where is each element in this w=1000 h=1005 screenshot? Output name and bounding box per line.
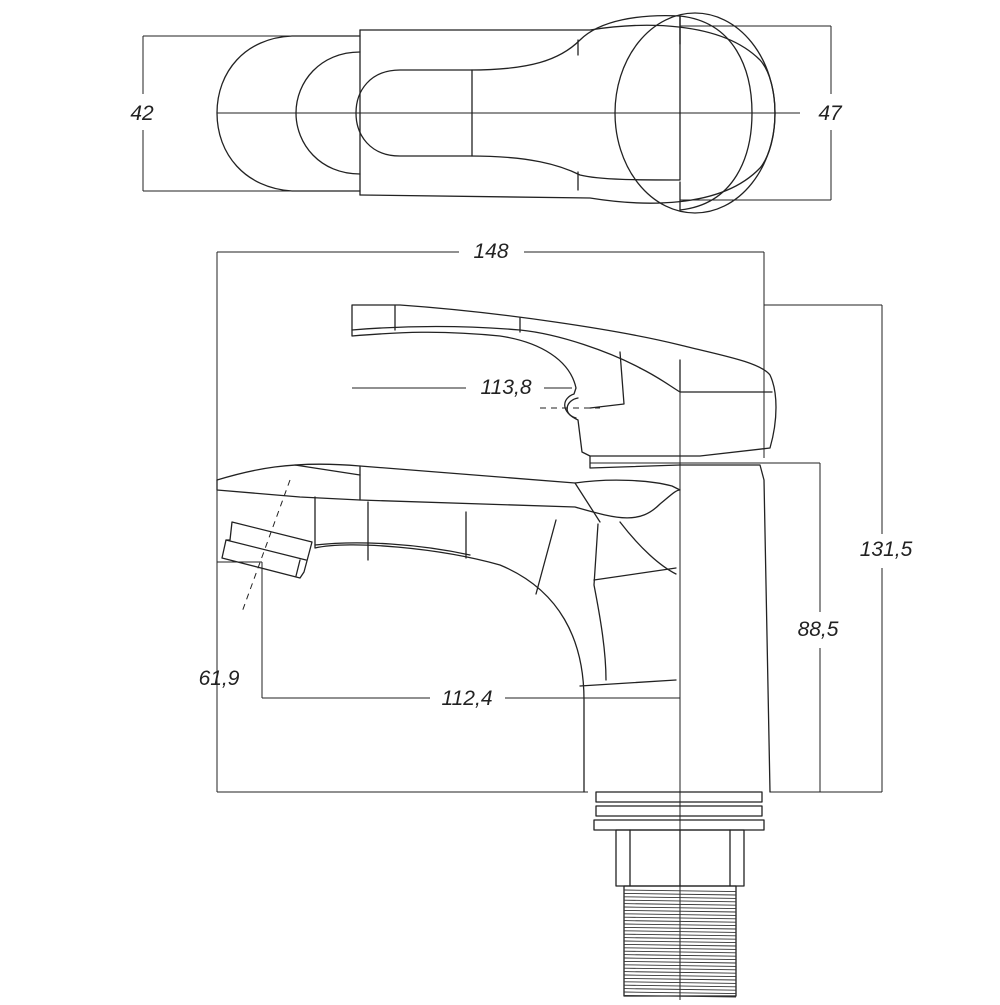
- dim-spout-height: 61,9: [199, 667, 240, 690]
- thread-line: [623, 967, 737, 971]
- thread-line: [623, 909, 737, 913]
- thread-line: [623, 940, 737, 944]
- thread-line: [623, 994, 737, 998]
- thread-line: [623, 988, 737, 991]
- thread-line: [623, 977, 737, 981]
- aerator: [221, 521, 313, 579]
- thread-line: [623, 964, 737, 967]
- thread-line: [623, 920, 737, 923]
- top-body-outline: [359, 24, 776, 204]
- thread-line: [623, 991, 737, 995]
- thread-line: [623, 906, 737, 910]
- top-lever-cap-inner: [679, 15, 753, 211]
- dim-handle-reach: 113,8: [481, 376, 532, 399]
- thread-line: [623, 913, 737, 916]
- thread-line: [623, 889, 737, 893]
- spout-axis: [241, 479, 291, 613]
- lever-handle: [351, 304, 777, 457]
- thread-line: [623, 947, 737, 950]
- thread-line: [623, 957, 737, 961]
- thread-line: [623, 916, 737, 920]
- thread-line: [623, 971, 737, 974]
- spout-underside: [314, 496, 585, 793]
- thread-line: [623, 933, 737, 937]
- faucet-body: [589, 455, 771, 793]
- thread-line: [623, 981, 737, 984]
- lever-cartridge-notch: [566, 397, 579, 419]
- thread-line: [623, 926, 737, 930]
- thread-line: [623, 896, 737, 899]
- thread-line: [623, 930, 737, 933]
- dim-overall-height: 131,5: [860, 538, 913, 561]
- dim-spout-reach: 112,4: [442, 687, 493, 710]
- thread-line: [623, 923, 737, 927]
- thread-line: [623, 974, 737, 978]
- spout-outline: [216, 463, 681, 491]
- thread-line: [623, 960, 737, 964]
- thread-line: [623, 892, 737, 896]
- thread-line: [623, 903, 737, 906]
- side-view: 148 113,8 131,5 88,5 61,9 112,4: [199, 240, 913, 1000]
- dim-body-height: 88,5: [798, 618, 839, 641]
- dim-top-view-height: 42: [130, 102, 154, 125]
- threaded-shank: [623, 885, 737, 998]
- thread-line: [623, 899, 737, 903]
- top-spout-inner: [295, 51, 361, 175]
- dim-top-view-handle-height: 47: [818, 102, 843, 125]
- mounting-nut: [593, 791, 765, 887]
- dim-overall-width: 148: [473, 240, 508, 263]
- thread-line: [623, 943, 737, 947]
- side-view-dimension-lines: [216, 251, 883, 1000]
- thread-line: [623, 937, 737, 940]
- thread-line: [623, 954, 737, 957]
- top-spout-outline: [216, 35, 361, 192]
- spout-lower-outline: [216, 479, 681, 519]
- top-view: 42 47: [130, 12, 843, 214]
- thread-line: [623, 950, 737, 954]
- thread-line: [623, 984, 737, 988]
- top-lever-grip: [355, 15, 681, 181]
- top-lever-cap: [614, 12, 776, 214]
